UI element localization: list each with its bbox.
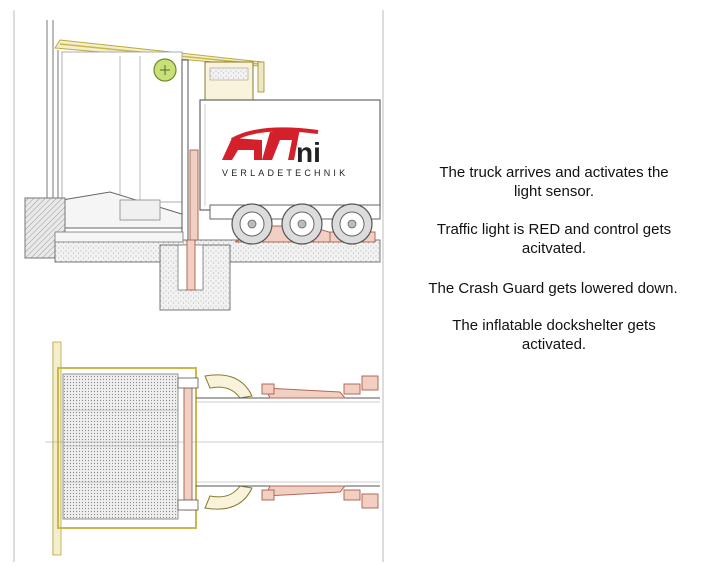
side-view: ni VERLADETECHNIK xyxy=(24,20,381,311)
caption-crash-guard: The Crash Guard gets lowered down. xyxy=(400,279,706,298)
caption-line: light sensor. xyxy=(513,183,595,200)
drawing-frame xyxy=(13,10,384,562)
caption-traffic-light: Traffic light is RED and control gets ac… xyxy=(404,220,704,258)
caption-line: The Crash Guard gets lowered down. xyxy=(428,280,678,297)
caption-line: The inflatable dockshelter gets xyxy=(452,317,656,334)
caption-dockshelter: The inflatable dockshelter gets activate… xyxy=(412,316,696,354)
nani-logo: ni VERLADETECHNIK xyxy=(222,127,348,178)
caption-line: activated. xyxy=(521,336,587,353)
caption-line: The truck arrives and activates the xyxy=(439,164,669,181)
caption-line: acitvated. xyxy=(521,240,587,257)
top-view xyxy=(45,341,383,556)
caption-line: Traffic light is RED and control gets xyxy=(436,221,672,238)
logo-subtitle-text: VERLADETECHNIK xyxy=(222,168,348,178)
caption-truck-arrives: The truck arrives and activates the ligh… xyxy=(410,163,698,201)
logo-brand-text: ni xyxy=(296,137,321,168)
truck-wheels xyxy=(231,203,373,245)
